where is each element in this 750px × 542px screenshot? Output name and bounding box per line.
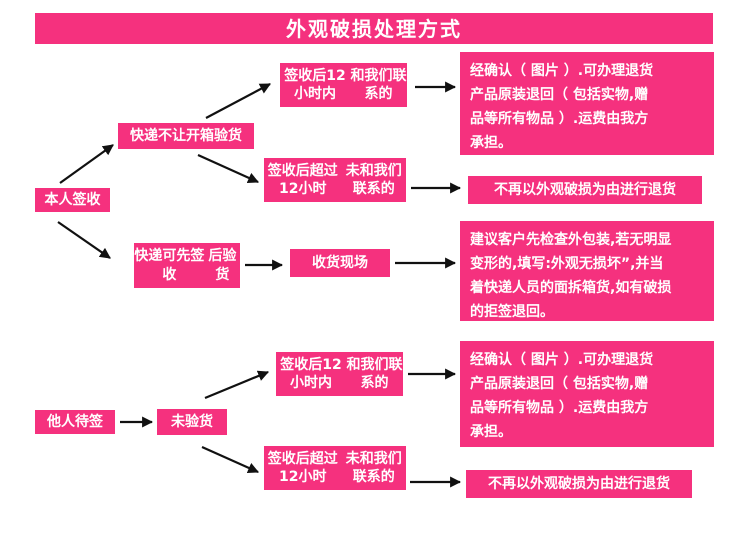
refund-a-line-4: 承担。 [470,135,512,151]
self-sign-node: 本人签收 [35,188,110,212]
page-title: 外观破损处理方式 [35,13,713,44]
within-12h-a-label-2: 和我们联系的 [350,67,407,102]
within-12h-b-label-1: 签收后12小时内 [280,356,342,391]
over-12h-node-b: 签收后超过12小时 未和我们联系的 [264,446,406,490]
refund-a-line-2: 产品原装退回（ 包括实物,赠 [470,87,649,103]
within-12h-node-b: 签收后12小时内 和我们联系的 [276,352,403,396]
within-12h-a-label-1: 签收后12小时内 [284,67,346,102]
sign-then-inspect-label-2: 后验货 [208,248,237,283]
arrow-no-open-to-over12 [197,153,260,184]
over-12h-node-a: 签收后超过12小时 未和我们联系的 [264,158,406,202]
refund-a-line-1: 经确认（ 图片 ）.可办理退货 [470,63,654,79]
advice-line-2: 变形的,填写:外观无损坏”,并当 [470,256,664,272]
delivery-scene-node: 收货现场 [290,249,390,277]
no-refund-b-label: 不再以外观破损为由进行退货 [488,475,670,492]
advice-line-4: 的拒签退回。 [470,304,554,320]
advice-line-1: 建议客户先检查外包装,若无明显 [470,232,672,248]
sign-then-inspect-node: 快递可先签收 后验货 [134,243,240,288]
refund-b-line-3: 品等所有物品 ）.运费由我方 [470,400,649,416]
refund-b-line-1: 经确认（ 图片 ）.可办理退货 [470,352,654,368]
other-sign-node: 他人待签 [35,410,115,434]
no-refund-result-b: 不再以外观破损为由进行退货 [466,470,692,498]
arrow-self-to-no-open [59,144,114,184]
no-open-inspection-label: 快递不让开箱验货 [130,127,242,144]
arrow-self-to-inspect [57,221,111,259]
not-inspected-node: 未验货 [157,409,227,435]
over-12h-b-label-2: 未和我们联系的 [345,450,402,485]
refund-result-a: 经确认（ 图片 ）.可办理退货 产品原装退回（ 包括实物,赠 品等所有物品 ）.… [460,52,714,155]
arrow-not-inspected-to-over12 [201,445,260,474]
arrow-not-inspected-to-within12 [204,370,270,400]
within-12h-node-a: 签收后12小时内 和我们联系的 [280,63,407,107]
self-sign-label: 本人签收 [44,191,101,208]
sign-then-inspect-label-1: 快递可先签收 [134,248,205,283]
refund-a-line-3: 品等所有物品 ）.运费由我方 [470,111,649,127]
advice-line-3: 着快递人员的面拆箱货,如有破损 [470,280,672,296]
refund-b-line-4: 承担。 [470,424,512,440]
within-12h-b-label-2: 和我们联系的 [346,356,403,391]
refund-result-b: 经确认（ 图片 ）.可办理退货 产品原装退回（ 包括实物,赠 品等所有物品 ）.… [460,341,714,447]
over-12h-a-label-2: 未和我们联系的 [345,162,402,197]
arrow-no-open-to-within12 [205,83,271,119]
no-open-inspection-node: 快递不让开箱验货 [118,123,254,149]
no-refund-a-label: 不再以外观破损为由进行退货 [494,181,676,198]
over-12h-b-label-1: 签收后超过12小时 [267,450,338,485]
over-12h-a-label-1: 签收后超过12小时 [267,162,338,197]
inspection-advice-result: 建议客户先检查外包装,若无明显 变形的,填写:外观无损坏”,并当 着快递人员的面… [460,221,714,321]
not-inspected-label: 未验货 [171,413,213,430]
delivery-scene-label: 收货现场 [312,254,368,271]
other-sign-label: 他人待签 [47,413,103,430]
no-refund-result-a: 不再以外观破损为由进行退货 [468,176,702,204]
refund-b-line-2: 产品原装退回（ 包括实物,赠 [470,376,649,392]
